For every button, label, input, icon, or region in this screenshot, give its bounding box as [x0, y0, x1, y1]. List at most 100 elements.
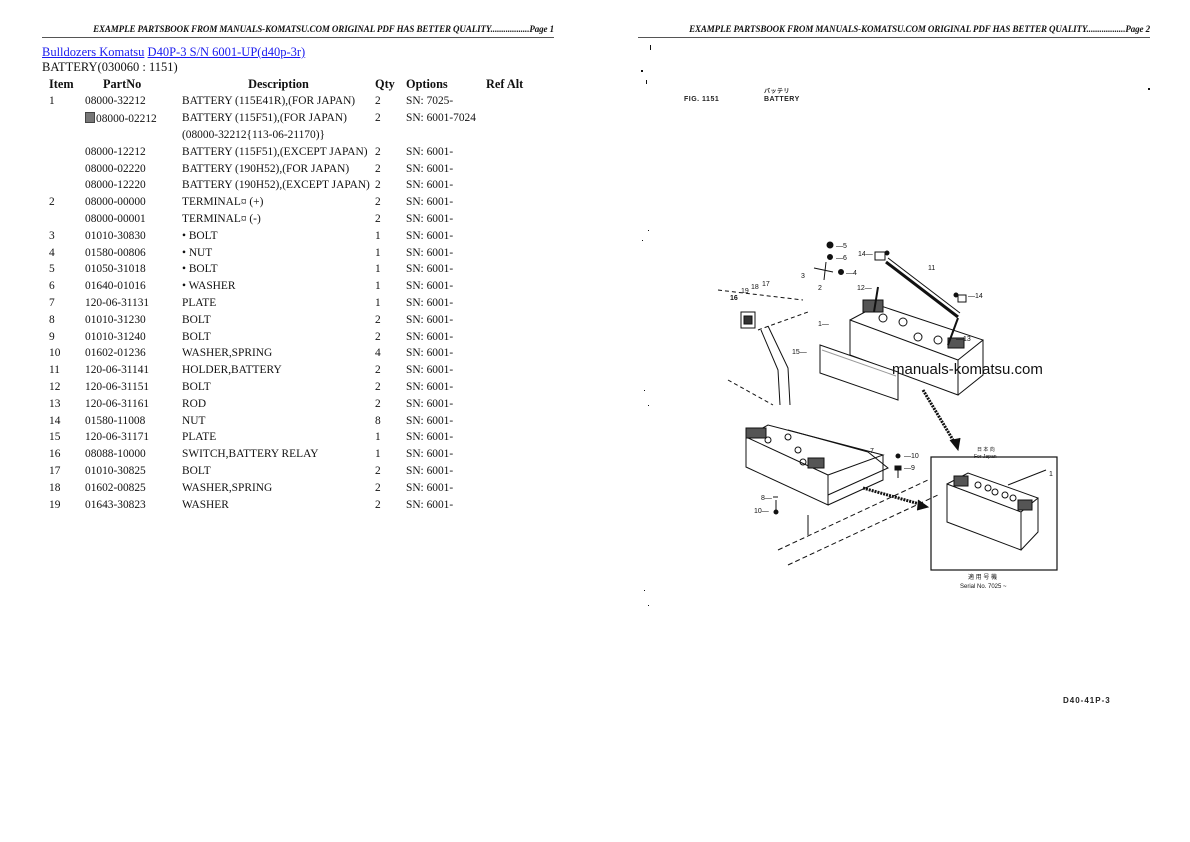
cell-item: 19 — [49, 498, 61, 511]
svg-text:2: 2 — [818, 285, 822, 292]
cell-item: 3 — [49, 229, 55, 242]
cell-description: PLATE — [182, 296, 217, 309]
svg-text:—9: —9 — [904, 465, 915, 472]
breadcrumb-link-category[interactable]: Bulldozers Komatsu — [42, 45, 145, 59]
cell-ref-alt — [486, 211, 546, 228]
cell-description: WASHER,SPRING — [182, 481, 273, 494]
cell-description: BOLT — [182, 330, 211, 343]
svg-text:—5: —5 — [836, 243, 847, 250]
cell-partno: 01010-30825 — [85, 464, 146, 477]
svg-text:16: 16 — [730, 295, 738, 302]
table-row: 19 01643-30823 WASHER 2 SN: 6001- — [42, 496, 546, 513]
cell-partno: 120-06-31161 — [85, 397, 150, 410]
cell-description: TERMINAL¤ (+) — [182, 196, 264, 209]
partno-text: 08000-02212 — [96, 112, 157, 125]
cell-options: SN: 6001- — [406, 280, 454, 293]
cell-item: 5 — [49, 263, 55, 276]
cell-item: 4 — [49, 246, 55, 259]
cell-item: 7 — [49, 296, 55, 309]
cell-ref-alt — [486, 194, 546, 211]
cell-ref-alt — [486, 463, 546, 480]
cell-qty: 2 — [375, 162, 381, 175]
cell-options: SN: 6001- — [406, 380, 454, 393]
cell-partno: 120-06-31171 — [85, 431, 150, 444]
cell-options: SN: 6001-7024 — [406, 112, 476, 125]
cell-qty: 8 — [375, 414, 381, 427]
cell-ref-alt — [486, 244, 546, 261]
svg-text:14—: 14— — [858, 251, 873, 258]
cell-item: 8 — [49, 313, 55, 326]
cell-qty: 2 — [375, 112, 381, 125]
cell-description: WASHER — [182, 498, 229, 511]
cell-options: SN: 6001- — [406, 414, 454, 427]
svg-text:11: 11 — [928, 265, 935, 272]
cell-partno: 01602-00825 — [85, 481, 146, 494]
cell-item: 14 — [49, 414, 61, 427]
cell-qty: 1 — [375, 448, 381, 461]
svg-text:10—: 10— — [754, 508, 769, 515]
cell-ref-alt — [486, 328, 546, 345]
section-title: BATTERY(030060 : 1151) — [42, 60, 178, 74]
cell-ref-alt — [486, 362, 546, 379]
cell-item: 12 — [49, 380, 61, 393]
cell-item: 15 — [49, 431, 61, 444]
cell-partno: 08000-12212 — [85, 145, 146, 158]
cell-partno: 08000-02212 — [85, 110, 182, 127]
cell-options: SN: 6001- — [406, 212, 454, 225]
cell-description: ROD — [182, 397, 207, 410]
cell-ref-alt — [486, 227, 546, 244]
cell-options: SN: 6001- — [406, 296, 454, 309]
cell-item — [42, 160, 85, 177]
cell-item — [42, 127, 85, 144]
cell-partno: 01602-01236 — [85, 347, 146, 360]
cell-qty: 2 — [375, 498, 381, 511]
svg-text:1—: 1— — [818, 321, 829, 328]
cell-partno: 08000-00000 — [85, 196, 146, 209]
svg-text:18: 18 — [751, 284, 759, 291]
cell-options — [400, 127, 486, 144]
cell-ref-alt — [486, 446, 546, 463]
breadcrumb-link-model[interactable]: D40P-3 S/N 6001-UP(d40p-3r) — [147, 45, 306, 59]
cell-qty: 2 — [375, 179, 381, 192]
cell-options: SN: 6001- — [406, 313, 454, 326]
cell-partno: 08000-00001 — [85, 212, 146, 225]
cell-partno: 01050-31018 — [85, 263, 146, 276]
cell-options: SN: 7025- — [406, 95, 454, 108]
svg-text:—10: —10 — [904, 453, 919, 460]
figure-title-jp: バッテリ — [764, 89, 791, 95]
cell-qty: 2 — [375, 95, 381, 108]
cell-description: BOLT — [182, 464, 211, 477]
cell-partno: 01580-11008 — [85, 414, 146, 427]
cell-options: SN: 6001- — [406, 229, 454, 242]
svg-text:8—: 8— — [761, 495, 772, 502]
cell-qty — [375, 127, 400, 144]
cell-partno: 01643-30823 — [85, 498, 146, 511]
replacement-marker-icon — [85, 111, 95, 123]
cell-ref-alt — [486, 127, 546, 144]
cell-partno: 08000-02220 — [85, 162, 146, 175]
cell-ref-alt — [486, 295, 546, 312]
cell-ref-alt — [486, 93, 546, 110]
cell-description: WASHER,SPRING — [182, 347, 273, 360]
cell-description: BATTERY (190H52),(FOR JAPAN) — [182, 162, 350, 175]
cell-item: 18 — [49, 481, 61, 494]
cell-qty: 1 — [375, 263, 381, 276]
cell-partno: 08000-32212 — [85, 95, 146, 108]
footer-code: D40-41P-3 — [1063, 696, 1111, 705]
cell-options: SN: 6001- — [406, 179, 454, 192]
cell-description: BOLT — [182, 380, 211, 393]
cell-description: BATTERY (115F51),(EXCEPT JAPAN) — [182, 145, 368, 158]
cell-qty: 4 — [375, 347, 381, 360]
cell-options: SN: 6001- — [406, 498, 454, 511]
cell-ref-alt — [486, 412, 546, 429]
